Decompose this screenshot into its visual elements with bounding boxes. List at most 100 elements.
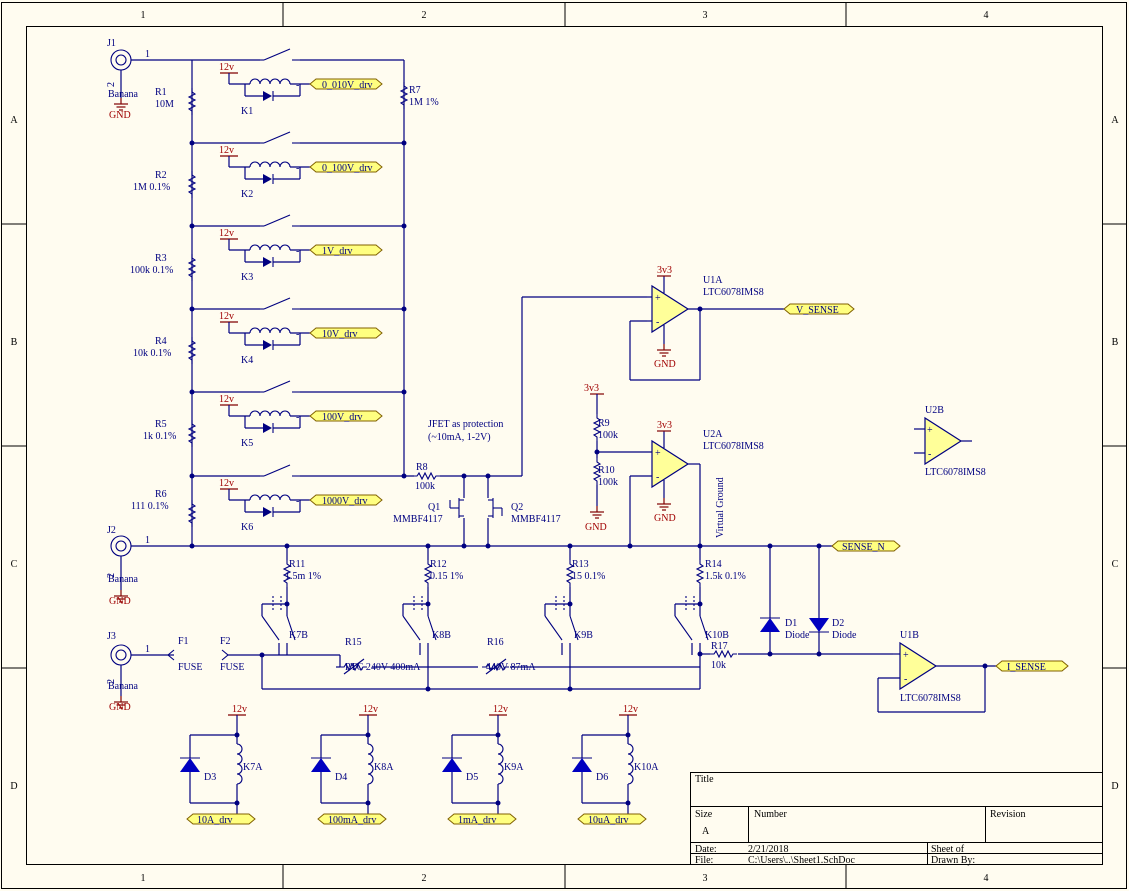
connector-j3[interactable]: J3 1 2 Banana GND <box>106 631 168 713</box>
net-flag-k8-drive[interactable]: 100mA_drv <box>317 813 387 826</box>
diode-d5-ref: D5 <box>466 772 478 783</box>
resistor-r14[interactable]: R14 1.5k 0.1% <box>696 559 746 588</box>
resistor-r16[interactable]: R16 440V 87mA <box>481 637 536 675</box>
coil-k8-12v: 12v <box>363 704 378 715</box>
resistor-r17[interactable]: R17 10k <box>709 641 738 671</box>
resistor-r13[interactable]: R13 15 0.1% <box>566 559 605 588</box>
resistor-r10[interactable]: GND R10 100k <box>585 457 618 533</box>
resistor-r11[interactable]: R11 1.5m 1% <box>283 559 321 588</box>
j3-type: Banana <box>108 681 139 692</box>
sense-n-label: SENSE_N <box>842 542 885 553</box>
coil-k9-12v: 12v <box>493 704 508 715</box>
relay-k4-ref: K4 <box>241 355 253 366</box>
relay-k10b[interactable]: K10B <box>674 596 729 655</box>
q2-ref: Q2 <box>511 502 523 513</box>
r10-gnd: GND <box>585 522 607 533</box>
net-flag-k9-drive[interactable]: 1mA_drv <box>447 813 517 826</box>
r2-value: 1M 0.1% <box>133 182 170 193</box>
fuse-f2[interactable]: F2 FUSE <box>220 636 244 673</box>
j2-pin1: 1 <box>145 535 150 546</box>
resistor-r4[interactable]: R4 10k 0.1% <box>133 336 196 365</box>
resistor-r2[interactable]: R2 1M 0.1% <box>133 170 196 199</box>
opamp-u1a[interactable]: + - 3v3 GND U1A LTC6078IMS8 <box>629 265 786 381</box>
j3-ref: J3 <box>107 631 116 642</box>
connector-j1[interactable]: J1 1 2 Banana GND <box>106 38 192 121</box>
resistor-r9[interactable]: 3v3 R9 100k <box>584 383 618 458</box>
net-flag-k6-drive[interactable]: 1000V_drv <box>309 494 383 507</box>
resistor-r3[interactable]: R3 100k 0.1% <box>130 253 196 282</box>
diode-d2[interactable]: D2 Diode <box>809 546 857 654</box>
net-flag-i-sense[interactable]: I_SENSE <box>995 660 1069 673</box>
divider-wires <box>131 59 900 547</box>
connector-j2[interactable]: J2 1 2 Banana GND <box>106 525 150 607</box>
u2b-value: LTC6078IMS8 <box>925 467 986 478</box>
diode-d1[interactable]: D1 Diode <box>760 546 810 654</box>
relay-k2[interactable]: 12v-K20_100V_drv <box>219 131 383 200</box>
net-flag-k2-drive[interactable]: 0_100V_drv <box>309 161 383 174</box>
fuse-f1[interactable]: F1 FUSE <box>167 636 202 673</box>
jfet-q2[interactable]: Q2 MMBF4117 <box>487 476 561 546</box>
d1-value: Diode <box>785 630 810 641</box>
resistor-r1[interactable]: R1 10M <box>155 87 196 116</box>
u1b-minus: - <box>904 674 907 685</box>
resistor-r12[interactable]: R12 0.15 1% <box>424 559 463 588</box>
r9-value: 100k <box>598 430 618 441</box>
relay-k2-ref: K2 <box>241 189 253 200</box>
zone-row-c-left: C <box>11 559 18 570</box>
net-flag-k3-drive[interactable]: 1V_drv <box>309 244 383 257</box>
net-flag-k1-drive[interactable]: 0_010V_drv <box>309 78 383 91</box>
r16-ref: R16 <box>487 637 504 648</box>
net-flag-k10-drive[interactable]: 10uA_drv <box>577 813 647 826</box>
u1a-gnd: GND <box>654 359 676 370</box>
zone-labels: 1 2 3 4 1 2 3 4 A B C D A B C D <box>10 10 1119 884</box>
diode-d6-ref: D6 <box>596 772 608 783</box>
relay-k7b[interactable]: K7B <box>261 596 308 655</box>
r11-ref: R11 <box>289 559 305 570</box>
resistor-r8[interactable]: R8 100k <box>412 462 441 492</box>
zone-col-2-bottom: 2 <box>422 873 427 884</box>
resistor-r6[interactable]: R6 111 0.1% <box>131 489 196 528</box>
relay-k1[interactable]: 12v-K10_010V_drv <box>192 48 383 117</box>
relay-k5-ref: K5 <box>241 438 253 449</box>
r16-value: 440V 87mA <box>486 662 536 673</box>
relay-k7b-ref: K7B <box>289 630 308 641</box>
opamp-u1b[interactable]: + - U1B LTC6078IMS8 <box>877 630 998 713</box>
v-sense-label: V_SENSE <box>796 305 839 316</box>
j1-type: Banana <box>108 89 139 100</box>
jfet-q1[interactable]: Q1 MMBF4117 <box>393 476 465 546</box>
net-flag-k7-drive[interactable]: 10A_drv <box>186 813 256 826</box>
net-flag-k4-drive[interactable]: 10V_drv <box>309 327 383 340</box>
relay-k8b[interactable]: K8B <box>402 596 451 655</box>
jfet-note: JFET as protection (~10mA, 1-2V) <box>428 419 503 443</box>
net-flag-v-sense[interactable]: V_SENSE <box>783 303 855 316</box>
resistor-r5[interactable]: R5 1k 0.1% <box>143 419 196 448</box>
net-flag-sense-n[interactable]: SENSE_N <box>831 540 901 553</box>
u2b-plus: + <box>927 425 933 436</box>
j1-ref: J1 <box>107 38 116 49</box>
relay-k3-minus: - <box>296 246 299 257</box>
diode-d4-ref: D4 <box>335 772 347 783</box>
shunt-wires <box>168 546 893 690</box>
net-flag-k5-drive[interactable]: 100V_drv <box>309 410 383 423</box>
relay-k9b[interactable]: K9B <box>544 596 593 655</box>
j1-pin2: 2 <box>106 82 117 87</box>
resistor-r7[interactable]: R7 1M 1% <box>400 81 439 110</box>
d2-value: Diode <box>832 630 857 641</box>
u2a-3v3: 3v3 <box>657 420 672 431</box>
r8-ref: R8 <box>416 462 428 473</box>
opamp-u2a[interactable]: + - 3v3 GND U2A LTC6078IMS8 Virtual Grou… <box>597 420 764 546</box>
r3-ref: R3 <box>155 253 167 264</box>
opamp-u2b[interactable]: + - U2B LTC6078IMS8 <box>914 405 986 478</box>
resistor-r15-ptc[interactable]: R15 PTC 240V 400mA <box>339 637 421 675</box>
relay-k6-drive-label: 1000V_drv <box>322 496 368 507</box>
relay-k7a-ref: K7A <box>243 762 263 773</box>
